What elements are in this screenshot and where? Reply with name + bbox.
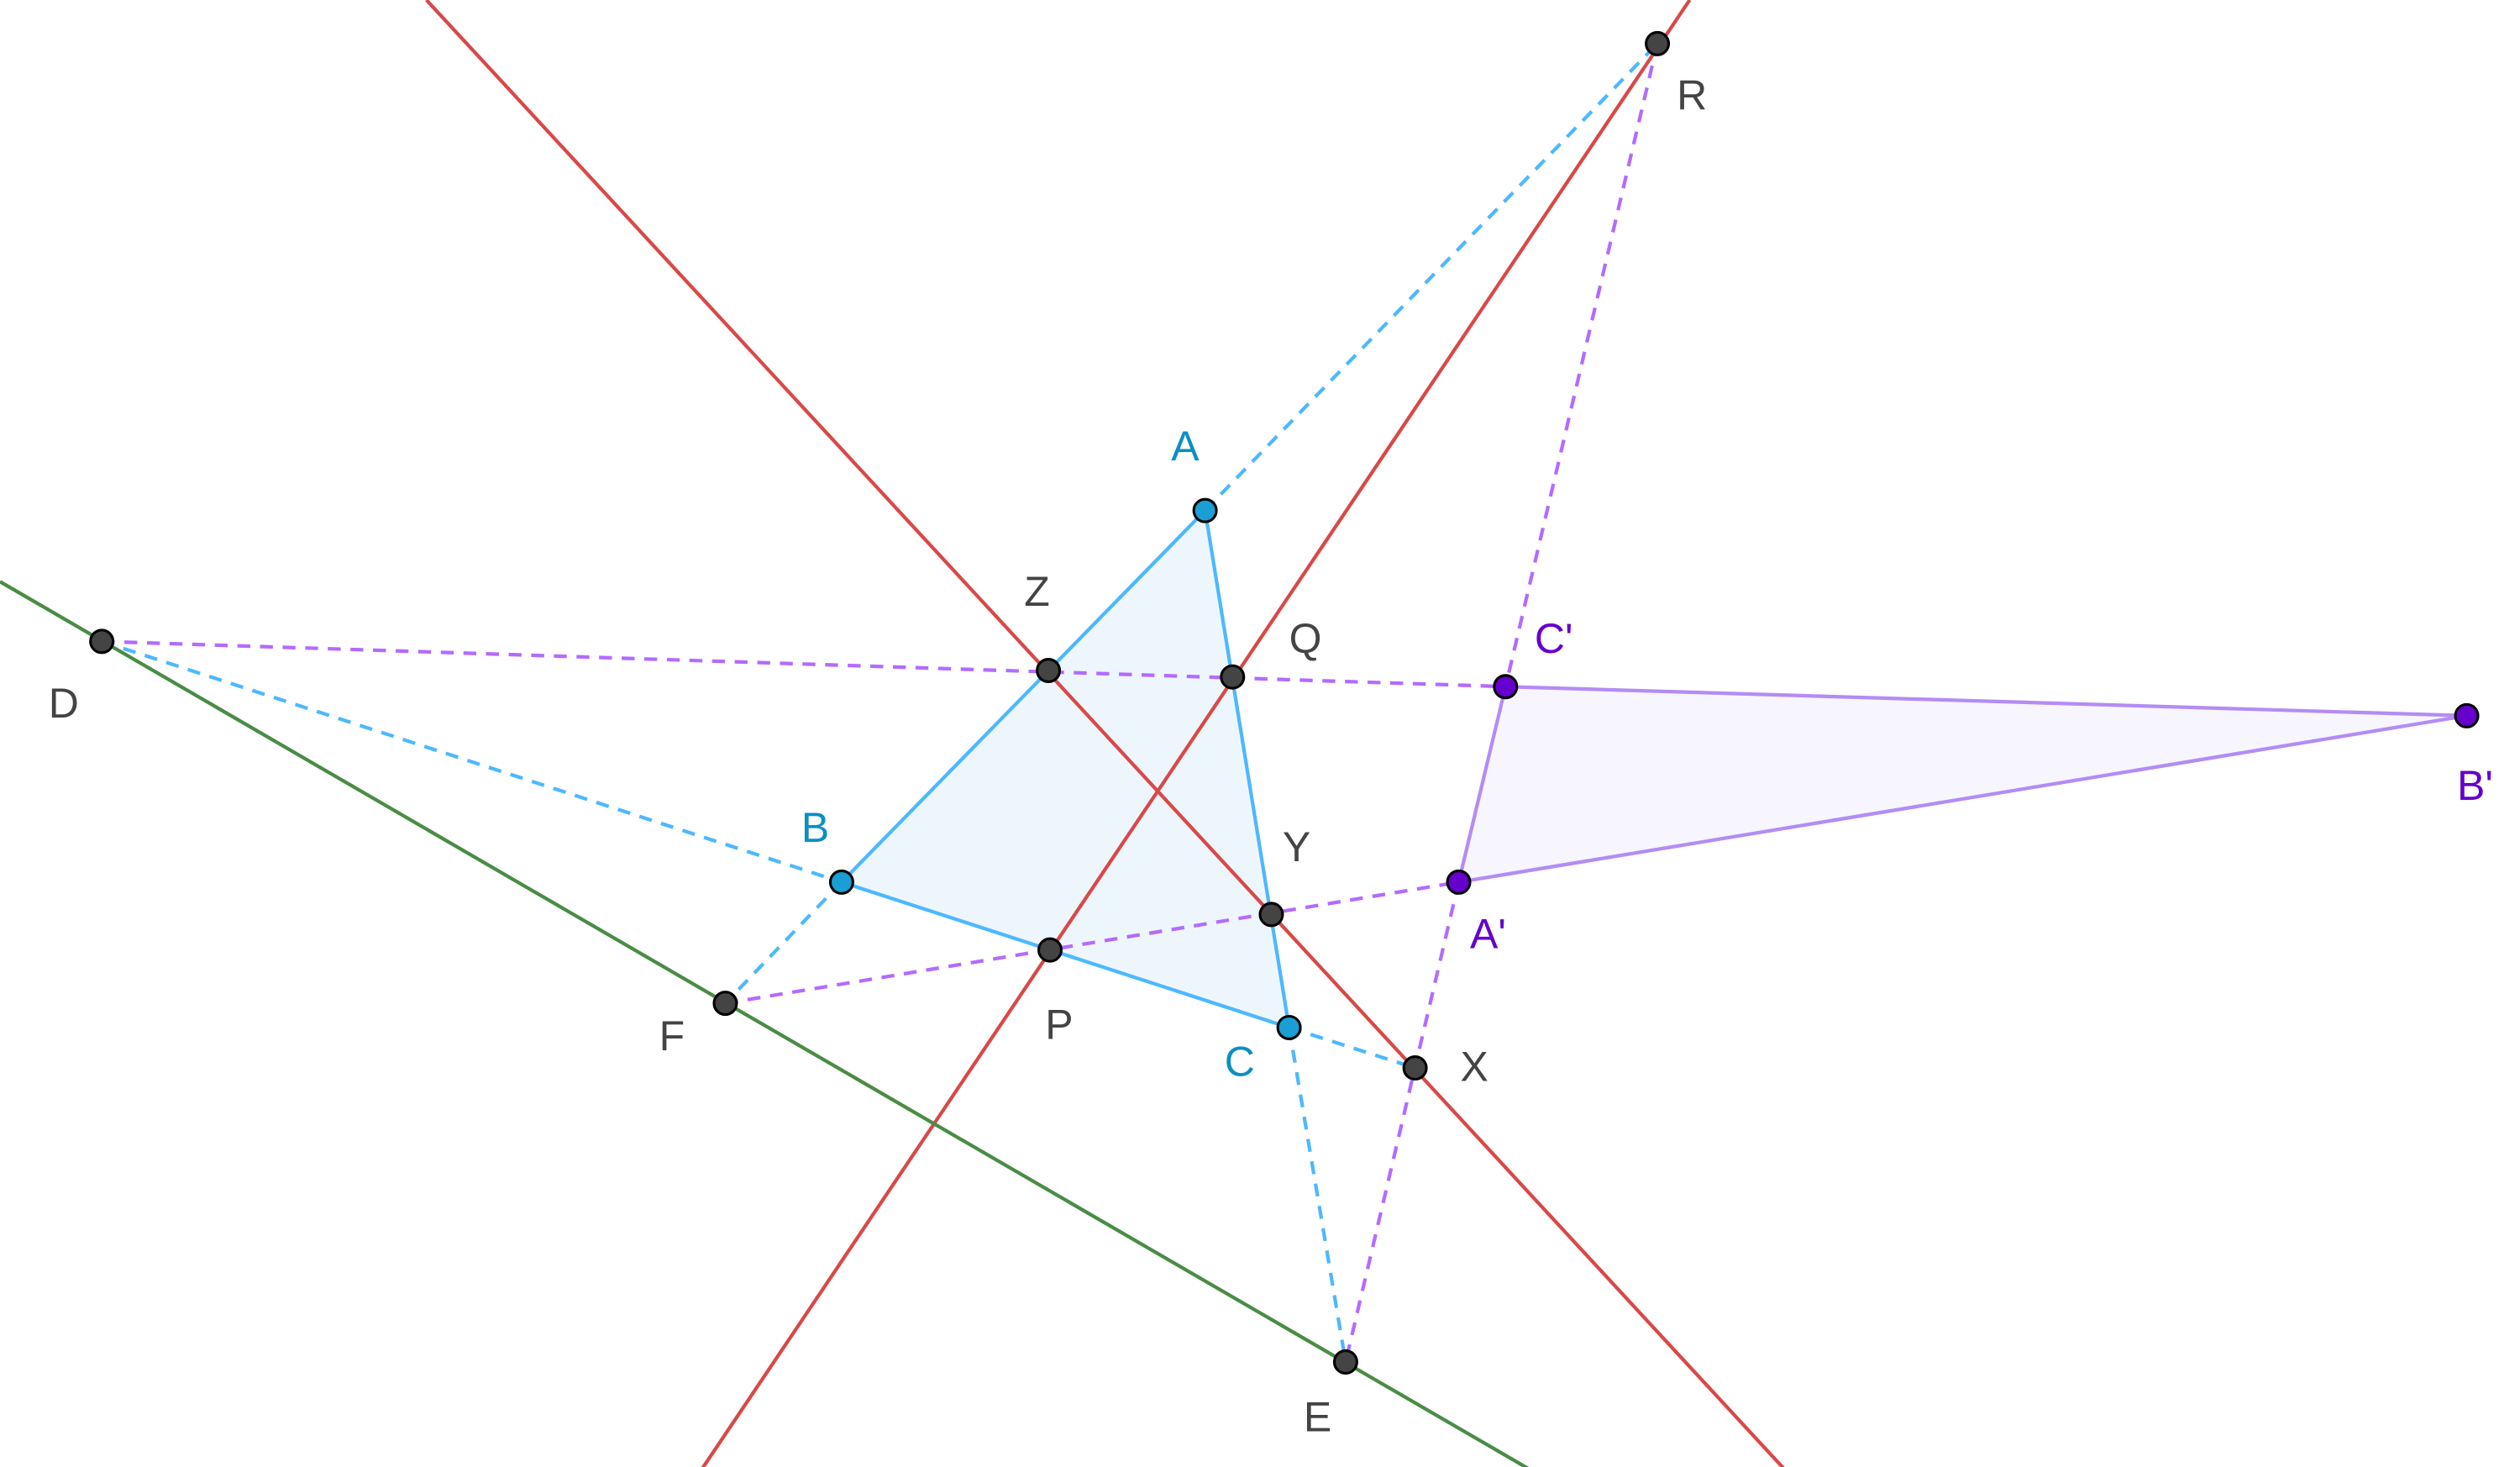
red-line-zx[interactable]: [425, 0, 1790, 1467]
point-b[interactable]: [828, 869, 854, 895]
label-c-prime: C': [1535, 615, 1573, 662]
label-c: C: [1225, 1038, 1255, 1086]
dashed-c-e: [1287, 1027, 1348, 1363]
label-b-prime: B': [2457, 762, 2493, 809]
point-y[interactable]: [1258, 902, 1284, 928]
label-b: B: [801, 804, 829, 851]
label-x: X: [1460, 1043, 1488, 1090]
triangle-abc[interactable]: [838, 507, 1292, 1031]
triangle-a-b-c-prime[interactable]: [1456, 685, 2467, 885]
point-x[interactable]: [1402, 1055, 1428, 1081]
point-f[interactable]: [712, 991, 738, 1017]
point-e[interactable]: [1332, 1349, 1358, 1375]
point-c[interactable]: [1276, 1014, 1302, 1040]
dashed-f-a-prime: [725, 880, 1459, 1006]
point-a-prime[interactable]: [1446, 869, 1472, 895]
dashed-a-prime-e: [1343, 881, 1461, 1363]
dashed-b-f: [723, 881, 843, 1005]
label-e: E: [1304, 1394, 1331, 1441]
label-a-prime: A': [1470, 911, 1506, 958]
point-b-prime[interactable]: [2454, 702, 2480, 728]
dashed-d-c-prime: [102, 639, 1506, 689]
point-p[interactable]: [1037, 937, 1063, 963]
point-c-prime[interactable]: [1493, 674, 1519, 700]
label-z: Z: [1024, 568, 1050, 615]
dashed-d-b: [101, 639, 843, 884]
label-f: F: [659, 1012, 685, 1060]
label-d: D: [49, 680, 79, 727]
label-r: R: [1677, 72, 1707, 119]
green-line-dfe[interactable]: [0, 580, 1540, 1467]
label-q: Q: [1289, 615, 1322, 662]
dashed-r-c-prime: [1504, 43, 1660, 687]
dashed-a-r: [1204, 42, 1659, 513]
point-q[interactable]: [1220, 664, 1246, 690]
point-d[interactable]: [89, 628, 115, 655]
point-z[interactable]: [1036, 658, 1062, 684]
label-p: P: [1045, 1001, 1073, 1048]
red-line-rp[interactable]: [698, 0, 1692, 1467]
label-y: Y: [1283, 823, 1310, 870]
label-a: A: [1171, 423, 1200, 470]
point-a[interactable]: [1192, 497, 1218, 523]
point-r[interactable]: [1645, 30, 1671, 56]
